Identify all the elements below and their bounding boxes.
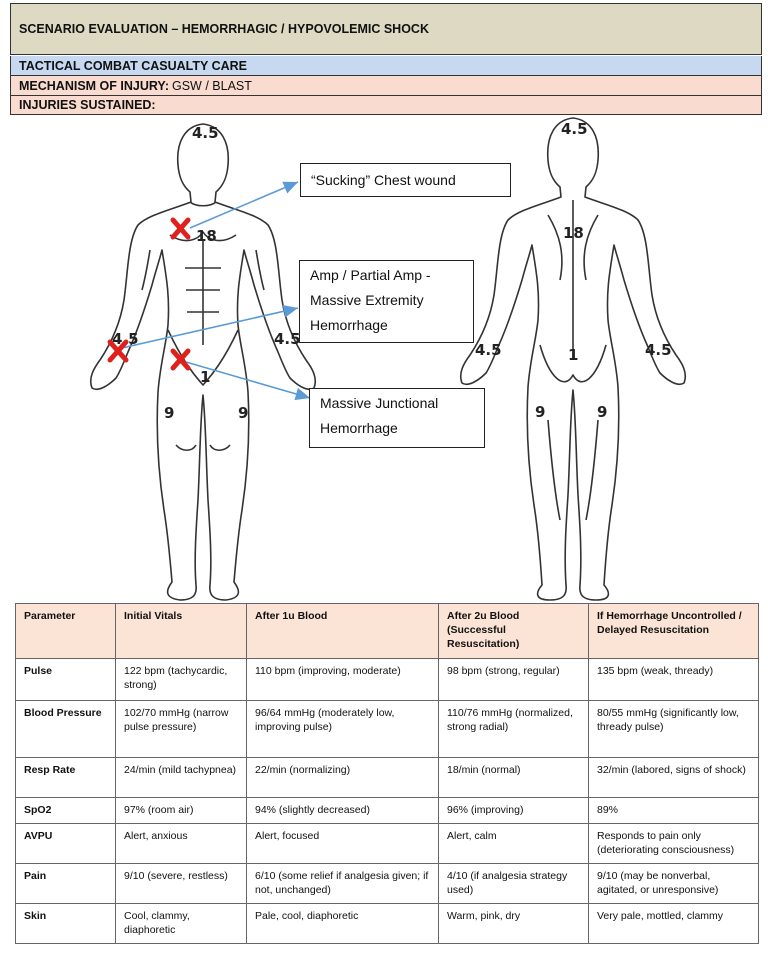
- table-cell: 122 bpm (tachycardic, strong): [115, 658, 247, 701]
- table-cell: 80/55 mmHg (significantly low, thready p…: [588, 700, 759, 758]
- section-title: TACTICAL COMBAT CASUALTY CARE: [19, 58, 247, 73]
- callout-line: “Sucking” Chest wound: [311, 172, 456, 188]
- table-cell: 4/10 (if analgesia strategy used): [438, 863, 589, 904]
- back-percent-labels: 4.5 18 4.5 4.5 1 9 9: [475, 120, 672, 421]
- arm-wound-marker: [107, 339, 129, 363]
- table-cell: 89%: [588, 797, 759, 824]
- table-cell: 96% (improving): [438, 797, 589, 824]
- front-groin-percent: 1: [200, 368, 210, 386]
- table-cell: Alert, anxious: [115, 823, 247, 864]
- chest-wound-marker: [170, 217, 191, 240]
- front-right-leg-percent: 9: [164, 404, 174, 422]
- column-header: After 1u Blood: [246, 603, 439, 659]
- back-left-arm-percent: 4.5: [475, 341, 502, 359]
- table-header-row: Parameter Initial Vitals After 1u Blood …: [15, 603, 759, 659]
- table-cell: Alert, focused: [246, 823, 439, 864]
- table-cell: Cool, clammy, diaphoretic: [115, 903, 247, 944]
- back-right-leg-percent: 9: [597, 403, 607, 421]
- callout-extremity-hemorrhage: Amp / Partial Amp - Massive Extremity He…: [299, 260, 474, 343]
- table-cell: 94% (slightly decreased): [246, 797, 439, 824]
- table-cell: 98 bpm (strong, regular): [438, 658, 589, 701]
- table-cell: 110 bpm (improving, moderate): [246, 658, 439, 701]
- front-left-arm-percent: 4.5: [274, 330, 301, 348]
- callout-line: Hemorrhage: [320, 420, 398, 436]
- back-head-percent: 4.5: [561, 120, 588, 138]
- table-cell: 96/64 mmHg (moderately low, improving pu…: [246, 700, 439, 758]
- arrow-arm: [121, 304, 299, 349]
- table-row: Pain 9/10 (severe, restless) 6/10 (some …: [15, 863, 759, 904]
- table-row: Skin Cool, clammy, diaphoretic Pale, coo…: [15, 903, 759, 944]
- back-body-figure: [459, 117, 687, 601]
- table-row: Pulse 122 bpm (tachycardic, strong) 110 …: [15, 658, 759, 701]
- front-right-arm-percent: 4.5: [112, 330, 139, 348]
- table-cell: 9/10 (severe, restless): [115, 863, 247, 904]
- table-cell: AVPU: [15, 823, 116, 864]
- column-header: Parameter: [15, 603, 116, 659]
- table-cell: SpO2: [15, 797, 116, 824]
- back-right-arm-percent: 4.5: [645, 341, 672, 359]
- column-header: After 2u Blood (Successful Resuscitation…: [438, 603, 589, 659]
- front-head-percent: 4.5: [192, 124, 219, 142]
- table-cell: Responds to pain only (deteriorating con…: [588, 823, 759, 864]
- groin-wound-marker: [170, 348, 191, 371]
- table-row: Resp Rate 24/min (mild tachypnea) 22/min…: [15, 757, 759, 798]
- arrow-chest: [189, 181, 299, 229]
- section-bar: TACTICAL COMBAT CASUALTY CARE: [10, 56, 762, 76]
- arrow-groin: [185, 361, 311, 401]
- table-cell: Pale, cool, diaphoretic: [246, 903, 439, 944]
- front-left-leg-percent: 9: [238, 404, 248, 422]
- callout-junctional-hemorrhage: Massive Junctional Hemorrhage: [309, 388, 485, 448]
- wound-markers: [107, 217, 191, 371]
- table-cell: Alert, calm: [438, 823, 589, 864]
- table-row: SpO2 97% (room air) 94% (slightly decrea…: [15, 797, 759, 824]
- table-cell: Resp Rate: [15, 757, 116, 798]
- table-cell: 97% (room air): [115, 797, 247, 824]
- page-title: SCENARIO EVALUATION – HEMORRHAGIC / HYPO…: [19, 22, 429, 36]
- front-trunk-percent: 18: [196, 227, 217, 245]
- back-groin-percent: 1: [568, 346, 578, 364]
- callout-line: Massive Junctional: [320, 395, 439, 411]
- mechanism-bar: MECHANISM OF INJURY: GSW / BLAST: [10, 76, 762, 96]
- table-cell: 102/70 mmHg (narrow pulse pressure): [115, 700, 247, 758]
- vitals-table: Parameter Initial Vitals After 1u Blood …: [15, 603, 759, 944]
- table-row: AVPU Alert, anxious Alert, focused Alert…: [15, 823, 759, 864]
- table-cell: Pain: [15, 863, 116, 904]
- front-percent-labels: 4.5 18 4.5 4.5 1 9 9: [112, 124, 301, 422]
- table-cell: 32/min (labored, signs of shock): [588, 757, 759, 798]
- table-cell: 110/76 mmHg (normalized, strong radial): [438, 700, 589, 758]
- table-cell: 135 bpm (weak, thready): [588, 658, 759, 701]
- injuries-bar: INJURIES SUSTAINED:: [10, 96, 762, 115]
- injuries-label: INJURIES SUSTAINED:: [19, 98, 156, 112]
- table-cell: Very pale, mottled, clammy: [588, 903, 759, 944]
- mechanism-label: MECHANISM OF INJURY:: [19, 78, 169, 93]
- front-body-figure: [89, 123, 317, 601]
- column-header: Initial Vitals: [115, 603, 247, 659]
- callout-arrows: [121, 181, 311, 401]
- callout-sucking-chest-wound: “Sucking” Chest wound: [300, 163, 511, 197]
- mechanism-value: GSW / BLAST: [172, 78, 252, 93]
- column-header: If Hemorrhage Uncontrolled / Delayed Res…: [588, 603, 759, 659]
- callout-line: Hemorrhage: [310, 317, 388, 333]
- table-cell: 18/min (normal): [438, 757, 589, 798]
- table-row: Blood Pressure 102/70 mmHg (narrow pulse…: [15, 700, 759, 758]
- table-cell: Blood Pressure: [15, 700, 116, 758]
- table-cell: 24/min (mild tachypnea): [115, 757, 247, 798]
- table-cell: Warm, pink, dry: [438, 903, 589, 944]
- table-cell: Pulse: [15, 658, 116, 701]
- table-cell: 22/min (normalizing): [246, 757, 439, 798]
- callout-line: Massive Extremity: [310, 292, 424, 308]
- back-trunk-percent: 18: [563, 224, 584, 242]
- table-cell: 9/10 (may be nonverbal, agitated, or unr…: [588, 863, 759, 904]
- callout-line: Amp / Partial Amp -: [310, 267, 431, 283]
- table-cell: 6/10 (some relief if analgesia given; if…: [246, 863, 439, 904]
- table-cell: Skin: [15, 903, 116, 944]
- back-left-leg-percent: 9: [535, 403, 545, 421]
- page-title-bar: SCENARIO EVALUATION – HEMORRHAGIC / HYPO…: [10, 3, 762, 55]
